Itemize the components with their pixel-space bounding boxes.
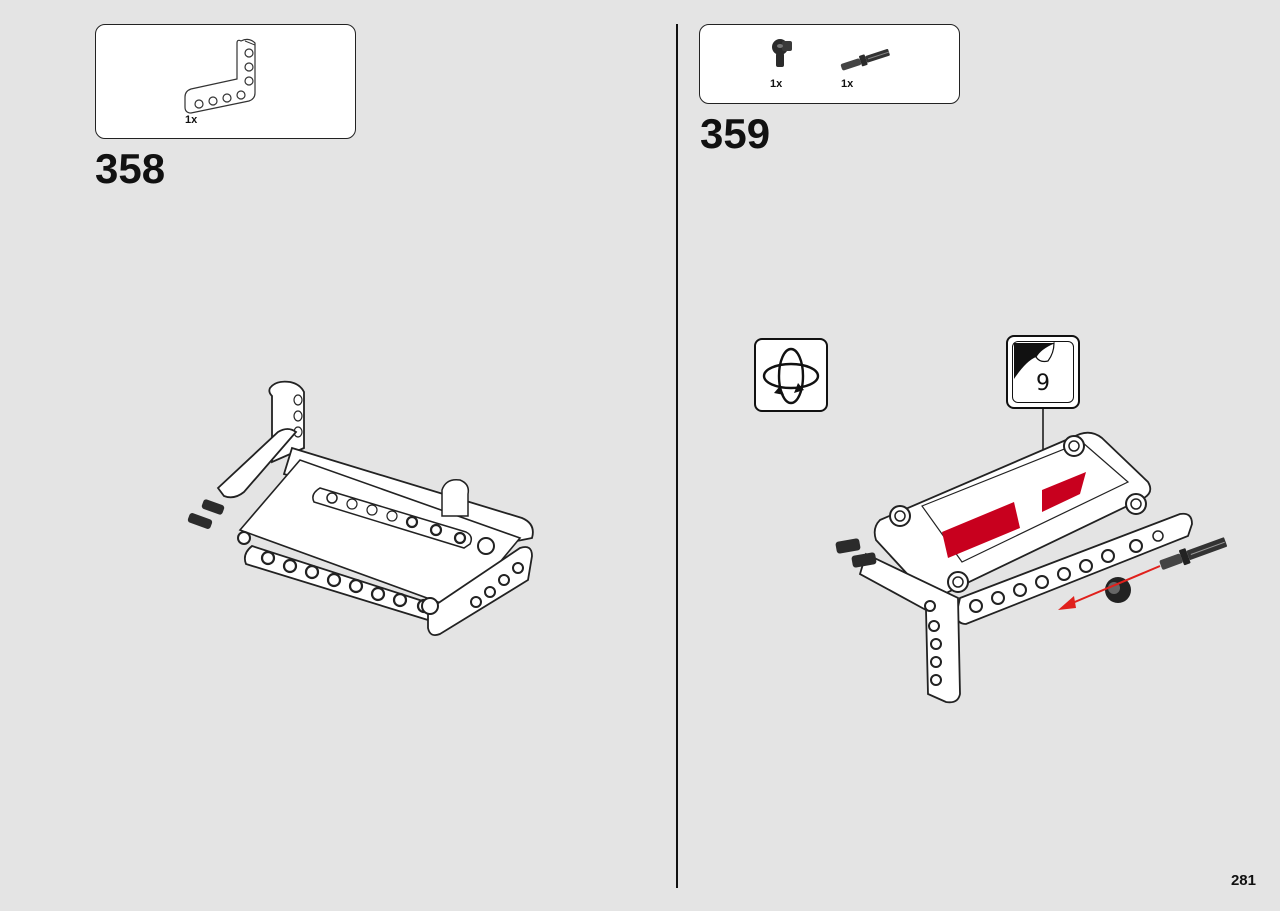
- parts-list-box-358: 1x: [95, 24, 356, 139]
- step-number-359: 359: [700, 110, 771, 157]
- parts-list-box-359: 1x 1x: [699, 24, 960, 104]
- sticker-red-right: [1042, 472, 1086, 512]
- step-number-358: 358: [95, 145, 166, 192]
- insertion-arrowhead: [1058, 596, 1076, 610]
- l-beam-icon: [184, 38, 256, 114]
- rotate-callout: [754, 338, 828, 412]
- sticker-red-left: [942, 502, 1020, 558]
- part-quantity: 1x: [841, 78, 854, 90]
- sticker-number: 9: [1036, 371, 1050, 396]
- assembly-illustration-359: [835, 431, 1228, 704]
- axle-pin-icon: [840, 48, 890, 71]
- rotate-model-icon: [762, 347, 820, 405]
- sticker-frame: [1012, 341, 1074, 403]
- sticker-callout: 9: [1006, 335, 1080, 409]
- page-number: 281: [1230, 872, 1256, 889]
- part-quantity: 1x: [770, 78, 783, 90]
- insertion-arrow: [1069, 565, 1161, 605]
- axle-connector-icon: [772, 39, 792, 67]
- page-divider: [676, 24, 678, 888]
- assembly-illustration-358: [187, 380, 534, 637]
- part-quantity: 1x: [185, 114, 198, 126]
- sticker-peel-icon: [1014, 342, 1055, 379]
